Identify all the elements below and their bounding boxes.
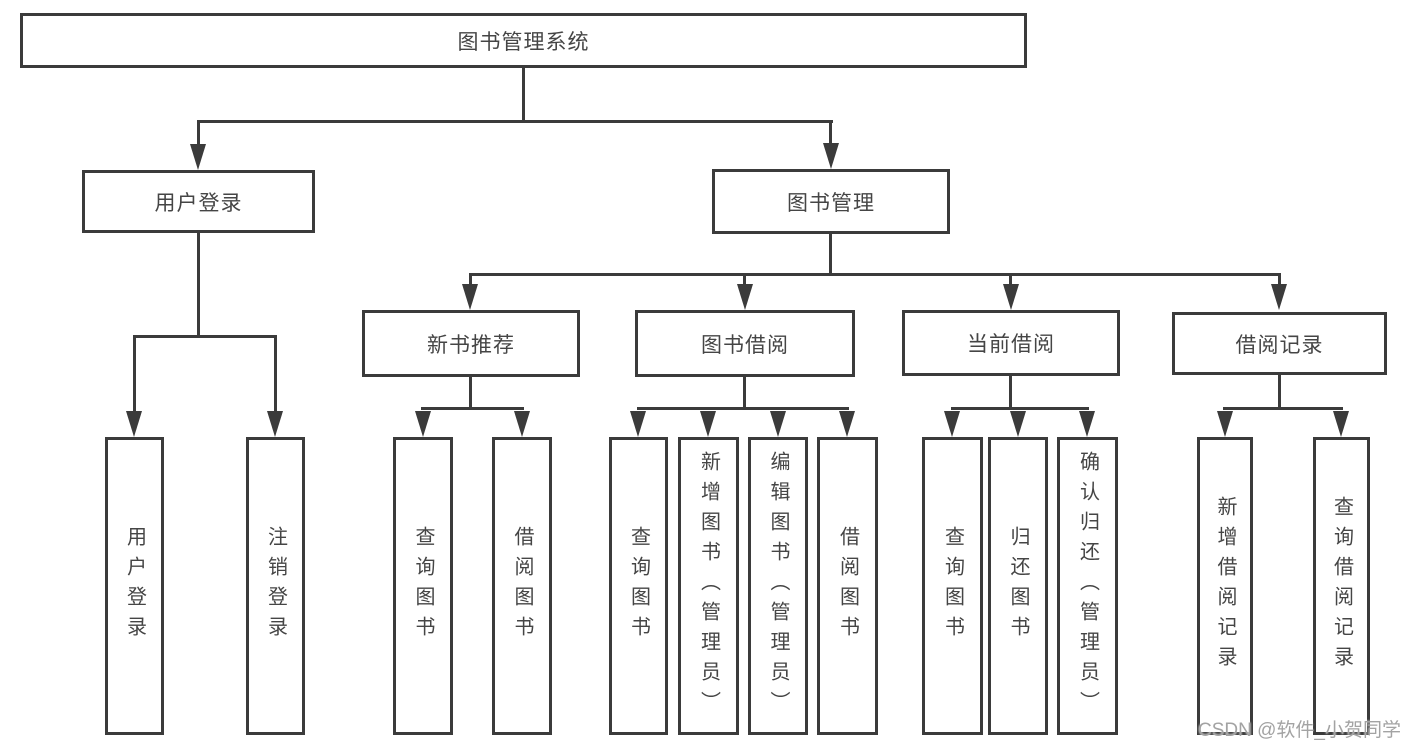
node-user-login-label: 用户登录 <box>154 191 243 215</box>
node-current-borrowing: 当前借阅 <box>902 310 1120 376</box>
leaf-label: 借阅图书 <box>511 526 533 646</box>
node-user-login: 用户登录 <box>82 170 315 233</box>
node-book-management: 图书管理 <box>712 169 950 234</box>
connector-line <box>197 120 200 146</box>
node-book-borrowing: 图书借阅 <box>635 310 855 377</box>
connector-line <box>522 68 525 123</box>
connector-line <box>1278 273 1281 286</box>
leaf-logout: 注销登录 <box>246 437 305 735</box>
connector-line <box>469 377 472 410</box>
node-borrowing-records-label: 借阅记录 <box>1235 333 1324 357</box>
arrowhead-down <box>1217 411 1233 437</box>
arrowhead-down <box>630 411 646 437</box>
connector-line <box>637 407 849 410</box>
leaf-add-borrow-record: 新增借阅记录 <box>1197 437 1253 735</box>
connector-line <box>197 233 200 338</box>
leaf-borrow-books: 借阅图书 <box>817 437 878 735</box>
leaf-label: 查询图书 <box>941 526 964 646</box>
connector-line <box>1223 407 1343 410</box>
arrowhead-down <box>415 411 431 437</box>
leaf-label: 新增图书（管理员） <box>697 451 720 721</box>
leaf-label: 确认归还（管理员） <box>1076 451 1099 721</box>
arrowhead-down <box>770 411 786 437</box>
leaf-query-books: 查询图书 <box>609 437 668 735</box>
arrowhead-down <box>737 284 753 310</box>
arrowhead-down <box>267 411 283 437</box>
leaf-return-books: 归还图书 <box>988 437 1048 735</box>
connector-line <box>743 377 746 410</box>
leaf-label: 借阅图书 <box>836 526 859 646</box>
arrowhead-down <box>700 411 716 437</box>
arrowhead-down <box>1010 411 1026 437</box>
connector-line <box>1009 273 1012 286</box>
leaf-label: 归还图书 <box>1007 526 1029 646</box>
arrowhead-down <box>126 411 142 437</box>
connector-line <box>197 120 833 123</box>
arrowhead-down <box>1003 284 1019 310</box>
arrowhead-down <box>1271 284 1287 310</box>
leaf-label: 查询借阅记录 <box>1330 496 1353 676</box>
node-root: 图书管理系统 <box>20 13 1027 68</box>
connector-line <box>421 407 524 410</box>
leaf-label: 注销登录 <box>264 526 287 646</box>
node-root-label: 图书管理系统 <box>457 30 590 54</box>
connector-line <box>743 273 746 286</box>
arrowhead-down <box>944 411 960 437</box>
node-new-book-recommend-label: 新书推荐 <box>427 333 515 357</box>
leaf-add-books-admin: 新增图书（管理员） <box>678 437 739 735</box>
leaf-label: 查询图书 <box>627 526 650 646</box>
connector-line <box>1009 376 1012 410</box>
connector-line <box>274 335 277 415</box>
arrowhead-down <box>462 284 478 310</box>
leaf-edit-books-admin: 编辑图书（管理员） <box>748 437 808 735</box>
connector-line <box>829 120 832 146</box>
leaf-query-borrow-record: 查询借阅记录 <box>1313 437 1370 735</box>
node-current-borrowing-label: 当前借阅 <box>967 333 1055 356</box>
leaf-label: 查询图书 <box>412 526 434 646</box>
leaf-user-login: 用户登录 <box>105 437 164 735</box>
node-book-management-label: 图书管理 <box>787 191 875 215</box>
connector-line <box>1278 375 1281 410</box>
arrowhead-down <box>1333 411 1349 437</box>
arrowhead-down <box>514 411 530 437</box>
connector-line <box>469 273 1281 276</box>
connector-line <box>133 335 277 338</box>
leaf-query-books: 查询图书 <box>922 437 983 735</box>
leaf-confirm-return-admin: 确认归还（管理员） <box>1057 437 1118 735</box>
node-book-borrowing-label: 图书借阅 <box>701 333 789 357</box>
csdn-watermark: CSDN @软件_小贺同学 <box>1198 720 1401 741</box>
node-borrowing-records: 借阅记录 <box>1172 312 1387 375</box>
leaf-label: 用户登录 <box>123 526 146 646</box>
connector-line <box>829 234 832 276</box>
arrowhead-down <box>1079 411 1095 437</box>
connector-line <box>469 273 472 286</box>
connector-line <box>951 407 1089 410</box>
leaf-label: 新增借阅记录 <box>1214 496 1236 676</box>
leaf-label: 编辑图书（管理员） <box>767 451 789 721</box>
leaf-query-books: 查询图书 <box>393 437 453 735</box>
connector-line <box>133 335 136 415</box>
leaf-borrow-books: 借阅图书 <box>492 437 552 735</box>
arrowhead-down <box>190 144 206 170</box>
arrowhead-down <box>823 143 839 169</box>
arrowhead-down <box>839 411 855 437</box>
node-new-book-recommend: 新书推荐 <box>362 310 580 377</box>
